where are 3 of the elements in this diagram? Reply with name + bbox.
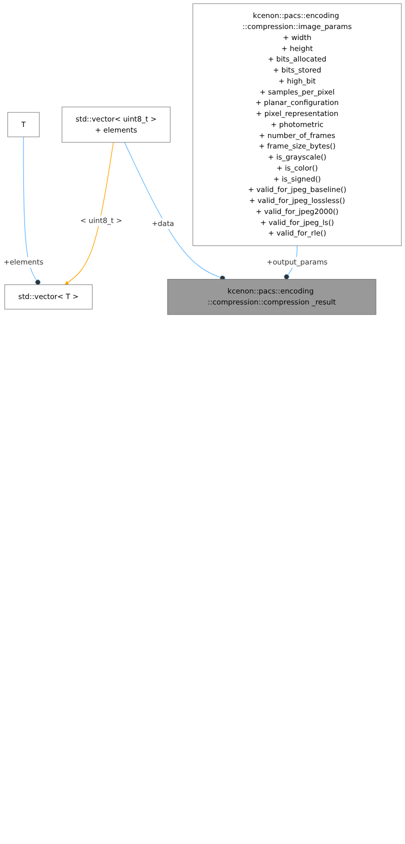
connector	[124, 142, 226, 281]
connector	[23, 136, 41, 285]
arrow	[64, 142, 114, 285]
